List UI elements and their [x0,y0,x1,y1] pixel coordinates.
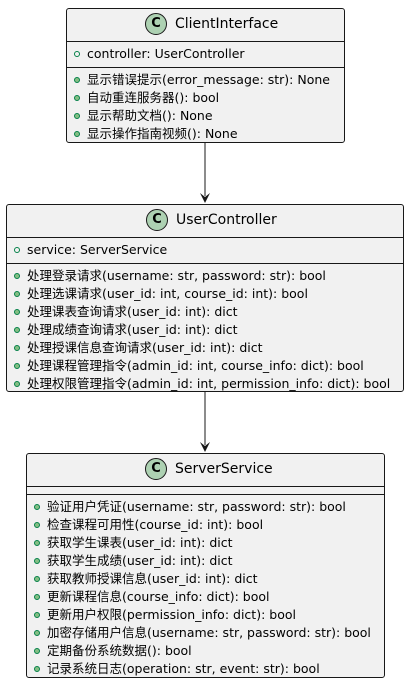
method-row: 获取学生课表(user_id: int): dict [27,534,384,552]
public-method-icon [74,77,80,83]
public-method-icon [34,612,40,618]
public-method-icon [14,345,20,351]
public-method-icon [34,504,40,510]
class-clientinterface[interactable]: C ClientInterface controller: UserContro… [66,8,345,143]
method-section: 处理登录请求(username: str, password: str): bo… [7,264,403,397]
arrowhead-serverservice [200,442,210,452]
class-badge-icon: C [145,458,167,480]
public-method-icon [34,576,40,582]
public-method-icon [74,113,80,119]
public-method-icon [34,666,40,672]
method-row: 获取学生成绩(user_id: int): dict [27,552,384,570]
method-row: 显示操作指南视频(): None [67,125,344,143]
public-method-icon [14,327,20,333]
class-badge-icon: C [145,13,167,35]
attribute-section [27,487,384,494]
public-method-icon [14,291,20,297]
public-method-icon [14,363,20,369]
method-section: 显示错误提示(error_message: str): None 自动重连服务器… [67,68,344,147]
method-row: 检查课程可用性(course_id: int): bool [27,516,384,534]
class-usercontroller[interactable]: C UserController service: ServerService … [6,204,404,392]
public-method-icon [34,648,40,654]
class-name: ServerService [175,461,273,477]
public-method-icon [74,131,80,137]
method-row: 验证用户凭证(username: str, password: str): bo… [27,498,384,516]
method-row: 获取教师授课信息(user_id: int): dict [27,570,384,588]
method-row: 处理权限管理指令(admin_id: int, permission_info:… [7,375,403,393]
method-row: 定期备份系统数据(): bool [27,642,384,660]
class-serverservice[interactable]: C ServerService 验证用户凭证(username: str, pa… [26,453,385,678]
public-method-icon [34,522,40,528]
public-method-icon [14,381,20,387]
method-row: 处理登录请求(username: str, password: str): bo… [7,267,403,285]
public-method-icon [14,309,20,315]
class-badge-icon: C [146,209,168,231]
attribute-row: service: ServerService [7,241,403,259]
method-row: 显示帮助文档(): None [67,107,344,125]
method-row: 更新用户权限(permission_info: dict): bool [27,606,384,624]
class-name: ClientInterface [175,16,279,32]
arrowhead-usercontroller [200,193,210,203]
public-method-icon [74,95,80,101]
method-row: 处理选课请求(user_id: int, course_id: int): bo… [7,285,403,303]
public-method-icon [34,594,40,600]
method-row: 自动重连服务器(): bool [67,89,344,107]
method-row: 显示错误提示(error_message: str): None [67,71,344,89]
method-row: 处理课程管理指令(admin_id: int, course_info: dic… [7,357,403,375]
method-row: 加密存储用户信息(username: str, password: str): … [27,624,384,642]
method-row: 更新课程信息(course_info: dict): bool [27,588,384,606]
class-name: UserController [176,212,277,228]
attribute-section: controller: UserController [67,42,344,67]
method-section: 验证用户凭证(username: str, password: str): bo… [27,495,384,682]
public-method-icon [34,540,40,546]
public-method-icon [14,273,20,279]
public-method-icon [34,558,40,564]
method-row: 处理课表查询请求(user_id: int): dict [7,303,403,321]
public-method-icon [34,630,40,636]
public-attribute-icon [74,51,80,57]
attribute-section: service: ServerService [7,238,403,263]
method-row: 处理授课信息查询请求(user_id: int): dict [7,339,403,357]
method-row: 处理成绩查询请求(user_id: int): dict [7,321,403,339]
public-attribute-icon [14,247,20,253]
method-row: 记录系统日志(operation: str, event: str): bool [27,660,384,678]
attribute-row: controller: UserController [67,45,344,63]
